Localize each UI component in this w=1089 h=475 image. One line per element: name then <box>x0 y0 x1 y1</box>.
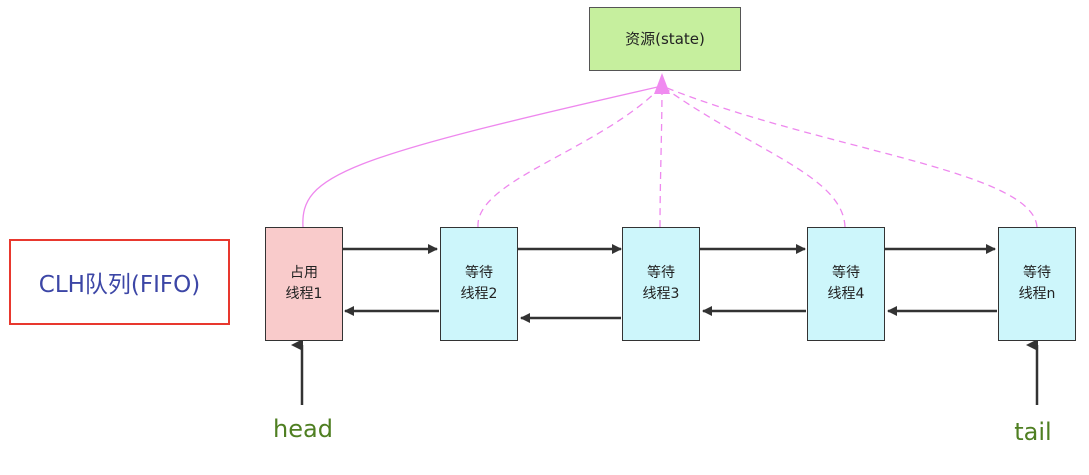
thread-node-waiting: 等待 线程4 <box>807 227 885 341</box>
thread-node-waiting: 等待 线程2 <box>440 227 518 341</box>
node-line2: 线程1 <box>285 286 323 302</box>
resource-arrowhead <box>654 73 670 94</box>
node-line2: 线程n <box>1018 286 1056 302</box>
node-line1: 等待 <box>647 265 675 281</box>
node-line2: 线程4 <box>827 286 865 302</box>
node-line2: 线程3 <box>642 286 680 302</box>
waiting-resource-link-n <box>661 85 1038 228</box>
resource-label: 资源(state) <box>625 29 705 48</box>
waiting-resource-link-3 <box>659 85 663 228</box>
node-line1: 等待 <box>1023 265 1051 281</box>
thread-node-waiting: 等待 线程3 <box>622 227 700 341</box>
node-line1: 等待 <box>465 265 493 281</box>
waiting-resource-link-2 <box>477 85 663 228</box>
thread-node-owner: 占用 线程1 <box>265 227 343 341</box>
clh-queue-label: CLH队列(FIFO) <box>9 239 230 325</box>
node-line1: 占用 <box>290 265 318 281</box>
thread-node-waiting: 等待 线程n <box>998 227 1076 341</box>
owner-resource-link <box>302 85 663 228</box>
node-line2: 线程2 <box>460 286 498 302</box>
tail-pointer-label: tail <box>1014 418 1052 446</box>
head-pointer-label: head <box>273 415 333 443</box>
node-line1: 等待 <box>832 265 860 281</box>
resource-state-box: 资源(state) <box>589 7 741 71</box>
waiting-resource-link-4 <box>661 85 846 228</box>
